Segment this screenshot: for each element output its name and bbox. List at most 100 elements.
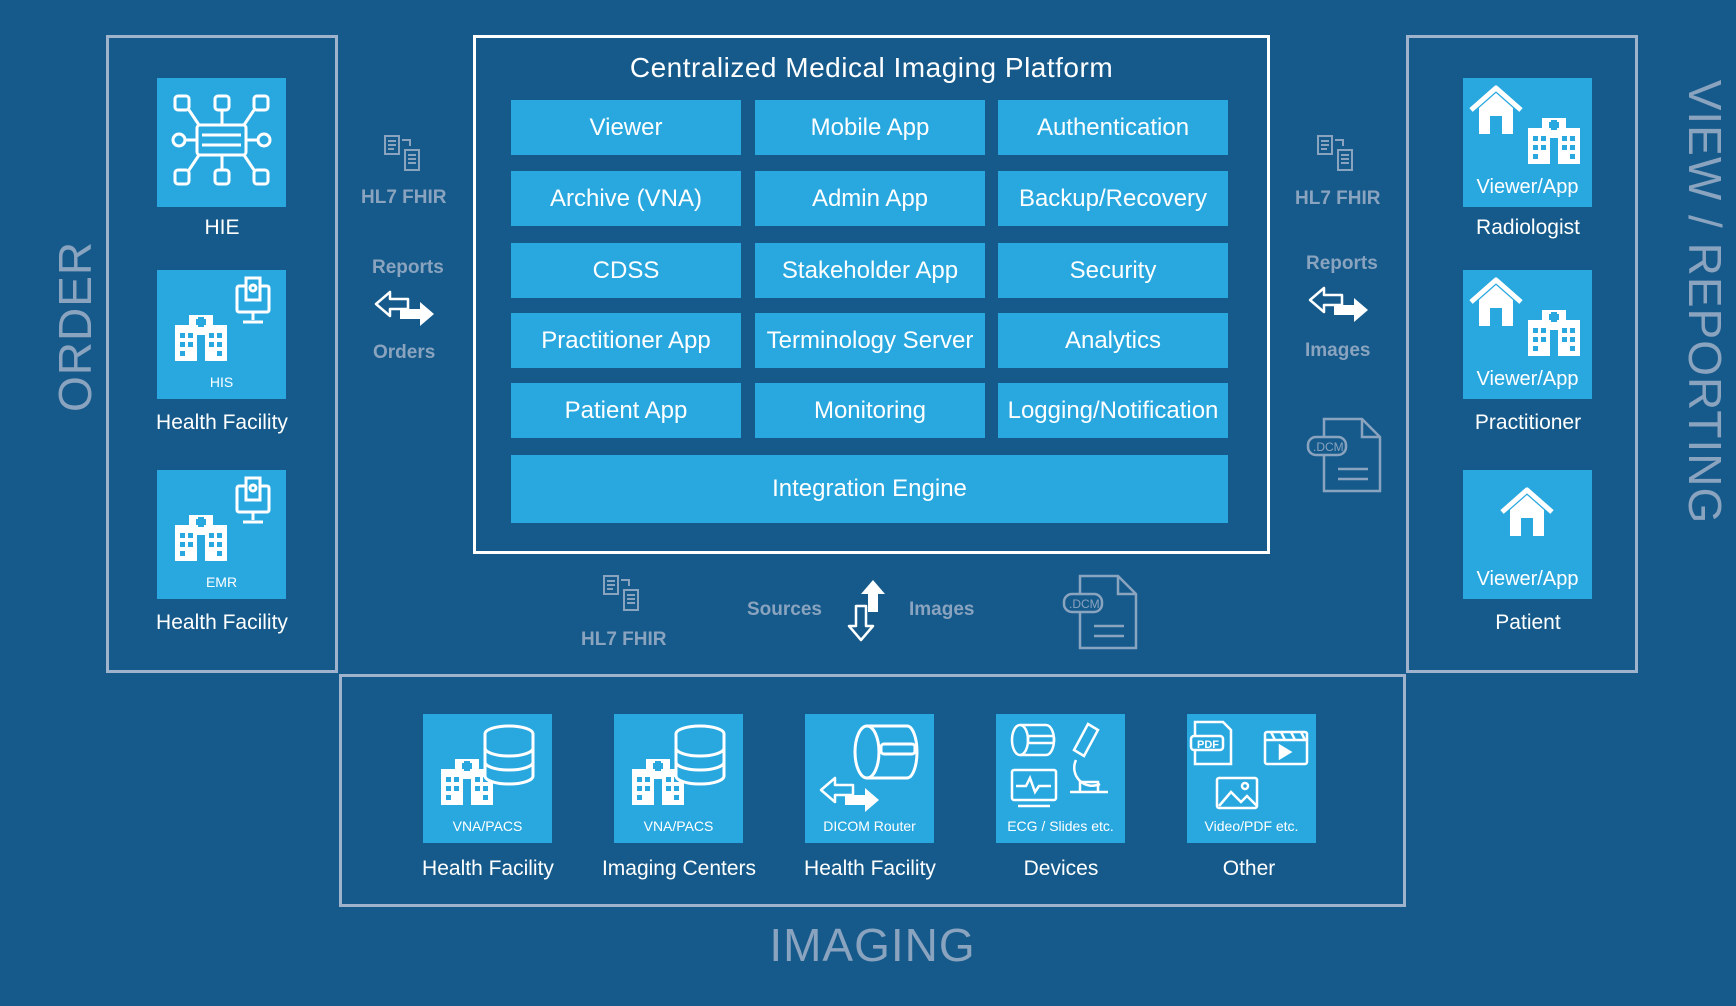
platform-module: Monitoring xyxy=(755,383,985,438)
view-reporting-frame xyxy=(1406,35,1638,673)
right-images-label: Images xyxy=(1305,340,1371,361)
platform-module: Authentication xyxy=(998,100,1228,155)
emr-tile-label: EMR xyxy=(205,574,238,590)
order-caption-3: Health Facility xyxy=(156,611,288,634)
right-reports-label: Reports xyxy=(1306,253,1378,274)
imaging-caption-5: Other xyxy=(1222,857,1276,880)
platform-module: Mobile App xyxy=(755,100,985,155)
vna-pacs-facility-tile: VNA/PACS xyxy=(423,714,552,843)
dcm-label: .DCM xyxy=(1313,440,1344,454)
platform-module-label: Analytics xyxy=(1064,326,1162,354)
emr-tile: EMR xyxy=(157,470,286,599)
platform-module: Practitioner App xyxy=(511,313,741,368)
order-caption-1: HIE xyxy=(204,216,240,239)
platform-module-label: CDSS xyxy=(592,256,660,284)
vna-pacs-centers-tile: VNA/PACS xyxy=(614,714,743,843)
order-frame xyxy=(106,35,338,673)
view-caption-2: Practitioner xyxy=(1474,411,1582,434)
bottom-sources-label: Sources xyxy=(747,599,822,620)
platform-module-label: Logging/Notification xyxy=(1007,396,1219,424)
his-tile-label: HIS xyxy=(209,374,234,390)
right-hl7-fhir-label: HL7 FHIR xyxy=(1295,188,1381,209)
imaging-caption-1: Health Facility xyxy=(422,857,554,880)
platform-module: Stakeholder App xyxy=(755,243,985,298)
vna-pacs-label: VNA/PACS xyxy=(643,818,714,834)
platform-module: Archive (VNA) xyxy=(511,171,741,226)
dicom-router-label: DICOM Router xyxy=(823,818,916,834)
hl7-document-icon xyxy=(384,135,420,171)
integration-engine: Integration Engine xyxy=(511,455,1228,523)
imaging-section-title: IMAGING xyxy=(769,919,976,971)
view-reporting-section-title: VIEW / REPORTING xyxy=(1679,79,1731,525)
platform-module: Security xyxy=(998,243,1228,298)
platform-module: CDSS xyxy=(511,243,741,298)
practitioner-viewer-tile: Viewer/App xyxy=(1463,270,1592,399)
imaging-caption-4: Devices xyxy=(1023,857,1099,880)
other-media-tile: PDF Video/PDF etc. xyxy=(1187,714,1316,843)
platform-module-label: Stakeholder App xyxy=(781,256,959,284)
his-tile: HIS xyxy=(157,270,286,399)
platform-module: Patient App xyxy=(511,383,741,438)
radiologist-viewer-tile: Viewer/App xyxy=(1463,78,1592,207)
platform-module-label: Authentication xyxy=(1036,113,1190,141)
platform-module-label: Monitoring xyxy=(813,396,927,424)
network-hub-icon xyxy=(171,94,272,186)
bidirectional-arrows-icon xyxy=(1308,286,1370,324)
scanner-router-icon xyxy=(819,724,919,814)
platform-module-label: Archive (VNA) xyxy=(549,184,703,212)
dcm-label: .DCM xyxy=(1069,597,1100,611)
svg-text:PDF: PDF xyxy=(1197,739,1219,751)
view-caption-1: Radiologist xyxy=(1476,216,1580,239)
platform-module-label: Patient App xyxy=(564,396,688,424)
hie-tile xyxy=(157,78,286,207)
left-hl7-fhir-label: HL7 FHIR xyxy=(361,187,447,208)
hospital-database-icon xyxy=(441,724,535,805)
hl7-document-icon xyxy=(1317,135,1353,171)
integration-engine-label: Integration Engine xyxy=(772,475,967,502)
media-files-icon: PDF xyxy=(1189,720,1309,810)
viewer-app-label: Viewer/App xyxy=(1476,368,1579,390)
imaging-caption-3: Health Facility xyxy=(804,857,936,880)
platform-module: Admin App xyxy=(755,171,985,226)
bidirectional-arrows-icon xyxy=(374,290,436,328)
view-caption-3: Patient xyxy=(1495,611,1561,634)
hospital-monitor-icon xyxy=(175,276,271,361)
platform-module: Viewer xyxy=(511,100,741,155)
order-caption-2: Health Facility xyxy=(156,411,288,434)
platform-module: Analytics xyxy=(998,313,1228,368)
platform-module-label: Mobile App xyxy=(810,113,930,141)
bottom-hl7-fhir-label: HL7 FHIR xyxy=(581,629,667,650)
platform-module-label: Terminology Server xyxy=(766,326,974,354)
order-section-title: ORDER xyxy=(49,240,101,412)
hospital-monitor-icon xyxy=(175,476,271,561)
platform-module: Logging/Notification xyxy=(998,383,1228,438)
bottom-images-label: Images xyxy=(909,599,975,620)
left-orders-label: Orders xyxy=(373,342,436,363)
platform-module-label: Backup/Recovery xyxy=(1018,184,1208,212)
hospital-database-icon xyxy=(632,724,726,805)
imaging-caption-2: Imaging Centers xyxy=(601,857,757,880)
platform-frame xyxy=(473,35,1270,554)
hl7-document-icon xyxy=(603,575,639,611)
left-reports-label: Reports xyxy=(372,257,444,278)
platform-module: Backup/Recovery xyxy=(998,171,1228,226)
platform-title: Centralized Medical Imaging Platform xyxy=(629,52,1114,83)
platform-module-label: Viewer xyxy=(589,113,663,141)
dcm-file-icon: .DCM xyxy=(1062,574,1138,650)
vna-pacs-label: VNA/PACS xyxy=(452,818,523,834)
devices-icon xyxy=(1010,722,1108,808)
dcm-file-icon: .DCM xyxy=(1306,417,1382,493)
imaging-frame xyxy=(339,674,1406,907)
vertical-bidirectional-arrows-icon xyxy=(847,580,885,642)
devices-label: ECG / Slides etc. xyxy=(1007,818,1114,834)
devices-tile: ECG / Slides etc. xyxy=(996,714,1125,843)
dicom-router-tile: DICOM Router xyxy=(805,714,934,843)
platform-module-label: Security xyxy=(1069,256,1157,284)
platform-module: Terminology Server xyxy=(755,313,985,368)
other-media-label: Video/PDF etc. xyxy=(1204,818,1299,834)
platform-module-label: Practitioner App xyxy=(541,326,711,354)
viewer-app-label: Viewer/App xyxy=(1476,568,1579,590)
viewer-app-label: Viewer/App xyxy=(1476,176,1579,198)
patient-viewer-tile: Viewer/App xyxy=(1463,470,1592,599)
platform-module-label: Admin App xyxy=(811,184,929,212)
